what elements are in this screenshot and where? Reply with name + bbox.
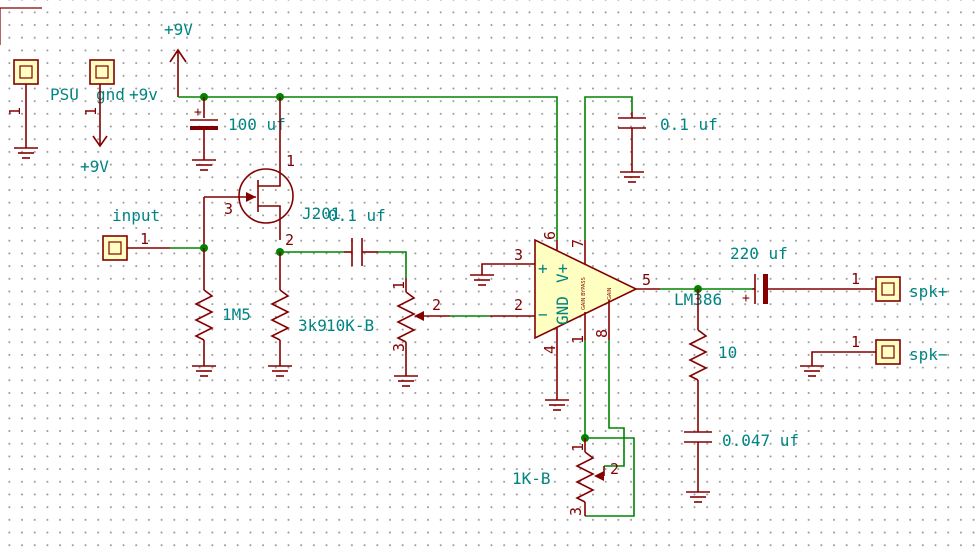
amp-pin3: 3 — [514, 246, 523, 264]
amp-pin5: 5 — [642, 271, 651, 289]
resistor-3k9[interactable] — [268, 252, 292, 377]
plus9v-connector[interactable] — [89, 59, 115, 148]
capacitor-0-047uf[interactable] — [684, 431, 712, 503]
psu-ref: PSU — [50, 85, 79, 104]
input-connector[interactable] — [102, 235, 170, 261]
pot1k-pin2: 2 — [610, 460, 619, 478]
c-220uf-label: 220 uf — [730, 244, 788, 263]
wire-pot-in — [378, 251, 407, 278]
jfet-pin2: 2 — [285, 231, 294, 249]
plus9v-conn-pin1: 1 — [82, 107, 100, 116]
psu-pin1: 1 — [6, 107, 24, 116]
amp-gnd-label: GND — [553, 296, 572, 325]
wire-pin7 — [584, 96, 633, 240]
plus9v-top-label: +9V — [164, 20, 193, 39]
amp-minus: − — [538, 305, 548, 324]
wire-9v-rail — [178, 96, 558, 240]
jfet-pin3: 3 — [224, 200, 233, 218]
c-0047uf-label: 0.047 uf — [722, 431, 799, 450]
psu-connector[interactable] — [13, 59, 39, 159]
r-1m5-label: 1M5 — [222, 305, 251, 324]
resistor-1m5[interactable] — [192, 248, 216, 377]
jfet-j201[interactable] — [203, 97, 294, 248]
wire-gain-wiper — [604, 340, 625, 467]
pot10k-pin1: 1 — [390, 281, 408, 290]
pot1k-pin1: 1 — [569, 443, 587, 452]
pot10k-pin2: 2 — [432, 296, 441, 314]
plus9v-left-label: +9V — [80, 157, 109, 176]
spk-plus-connector[interactable] — [875, 276, 901, 302]
spk-minus-connector[interactable] — [800, 339, 901, 377]
jfet-pin1: 1 — [286, 152, 295, 170]
c-100uf-label: 100 uf — [228, 115, 286, 134]
capacitor-100uf[interactable]: + — [190, 97, 218, 171]
capacitor-220uf[interactable] — [752, 274, 876, 304]
amp-pin6: 6 — [541, 231, 559, 240]
plus9v-conn-ref: +9v — [129, 85, 158, 104]
spk-minus-ref: spk− — [909, 345, 948, 364]
amp-vplus-label: V+ — [553, 264, 572, 283]
capacitor-0-1uf-top[interactable] — [618, 112, 646, 183]
wire-gain-loop — [584, 340, 635, 517]
r-10-label: 10 — [718, 343, 737, 362]
potentiometer-1k[interactable] — [575, 438, 605, 516]
pot10k-pin3: 3 — [390, 343, 408, 352]
amp-pin7: 7 — [569, 239, 587, 248]
amp-pin8: 8 — [593, 329, 611, 338]
psu-gnd-label: gnd — [96, 85, 125, 104]
capacitor-0-1uf-mid[interactable] — [344, 238, 378, 266]
resistor-10[interactable] — [688, 289, 708, 432]
pot1k-pin3: 3 — [567, 507, 585, 516]
spk-plus-ref: spk+ — [909, 282, 948, 301]
c-01uf-mid-label: 0.1 uf — [328, 206, 386, 225]
r-3k9-label: 3k9 — [298, 316, 327, 335]
plus9v-power-symbol — [169, 48, 187, 97]
amp-pin2: 2 — [514, 296, 523, 314]
pot10k-label: 10K-B — [326, 316, 374, 335]
amp-pin4: 4 — [541, 345, 559, 354]
c-220uf-polarity: + — [742, 291, 750, 306]
lm386-amplifier[interactable] — [470, 238, 660, 411]
amp-pin1: 1 — [569, 335, 587, 344]
amp-gain: GAIN — [607, 287, 613, 300]
svg-text:+: + — [194, 105, 202, 120]
spk-minus-pin1: 1 — [851, 333, 860, 351]
amp-plus: + — [538, 259, 548, 278]
input-pin1: 1 — [140, 230, 149, 248]
pot1k-label: 1K-B — [512, 469, 551, 488]
spk-plus-pin1: 1 — [851, 270, 860, 288]
input-ref: input — [112, 206, 160, 225]
potentiometer-10k[interactable] — [394, 278, 450, 387]
sheet-border — [0, 7, 42, 45]
jfet-ref: J201 — [302, 204, 341, 223]
c-01uf-top-label: 0.1 uf — [660, 115, 718, 134]
amp-gain-bypass: GAIN BYPASS — [581, 277, 587, 310]
